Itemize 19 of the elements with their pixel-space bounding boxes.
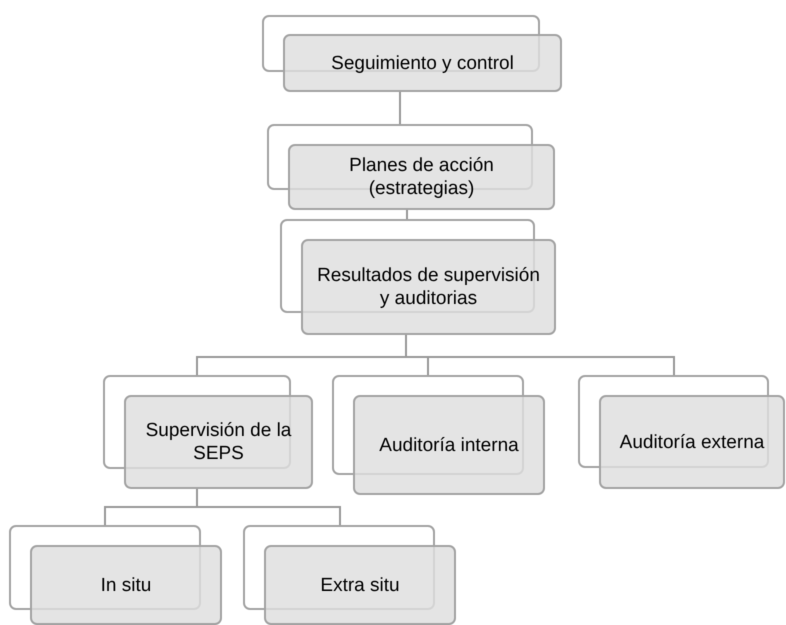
- box-label: Planes de acción (estrategias): [348, 154, 495, 200]
- stacked-box: [9, 525, 222, 625]
- stacked-box: [280, 219, 556, 335]
- connector-line: [406, 210, 408, 219]
- box-label: In situ: [100, 574, 152, 596]
- stacked-box: [243, 525, 456, 625]
- stacked-box: [332, 375, 545, 495]
- box-label: Resultados de supervisión y auditorias: [316, 264, 541, 310]
- connector-line: [399, 92, 401, 124]
- box-label: Auditoría interna: [379, 434, 519, 456]
- stacked-box: [103, 375, 313, 489]
- stacked-box: [262, 15, 562, 92]
- box-label: Extra situ: [320, 574, 400, 596]
- stacked-box: [267, 124, 555, 210]
- connector-line: [405, 335, 675, 375]
- box-label: Auditoría externa: [620, 430, 764, 454]
- box-label: Seguimiento y control: [331, 52, 514, 74]
- box-label: Supervisión de la SEPS: [144, 419, 292, 465]
- stacked-box: [578, 375, 785, 489]
